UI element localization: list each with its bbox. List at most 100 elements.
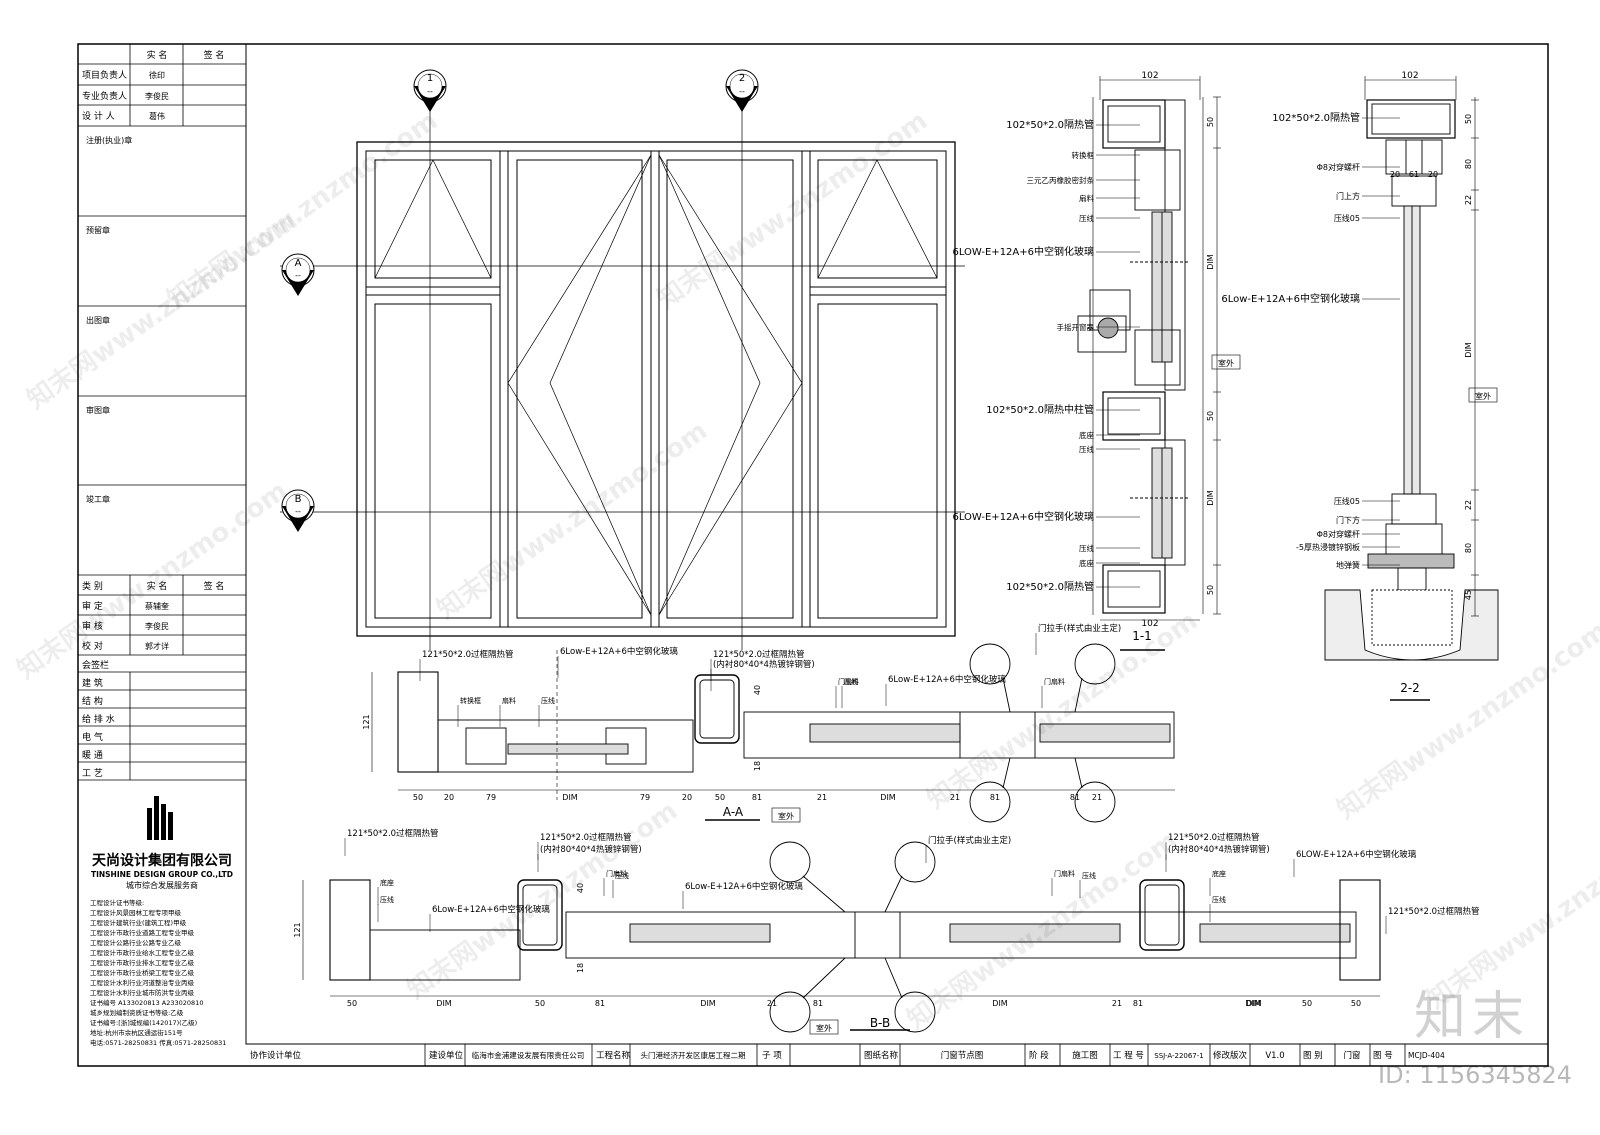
section-2-2-inner-dim: 20 — [1428, 170, 1438, 179]
section-2-2-label: 102*50*2.0隔热管 — [1272, 111, 1360, 124]
certificate-line: 工程设计水利行业河道整治专业丙级 — [90, 978, 195, 987]
stamp-registered: 注册(执业)章 — [86, 135, 132, 145]
certificate-line: 电话:0571-28250831 传真:0571-28250831 — [90, 1038, 226, 1047]
marker-2-label: 2 — [739, 73, 745, 84]
section-a-a-label: 压线 — [844, 677, 858, 686]
section-2-2-label: 压线05 — [1334, 213, 1360, 223]
section-b-b-label: 6Low-E+12A+6中空钢化玻璃 — [432, 904, 550, 915]
tb-builder-label: 建设单位 — [429, 1050, 464, 1061]
section-a-a-label: (内衬80*40*4热镀锌钢管) — [713, 659, 815, 670]
section-b-b-dim: DIM — [1246, 999, 1262, 1008]
section-b-b-label: 压线 — [615, 871, 629, 880]
door-elevation — [280, 92, 965, 650]
section-a-a-dim: 20 — [444, 793, 454, 802]
section-1-1-label: 压线 — [1079, 213, 1095, 223]
section-b-b-label: 压线 — [380, 895, 394, 904]
aa-title: A-A — [723, 805, 744, 819]
s22-exterior-tag-box — [1468, 387, 1498, 403]
section-b-b-label: 6LOW-E+12A+6中空钢化玻璃 — [1296, 849, 1417, 860]
section-2-2-drawing — [1324, 76, 1499, 701]
section-2-2-label: 6Low-E+12A+6中空钢化玻璃 — [1221, 292, 1360, 305]
section-a-a-dim: 79 — [640, 793, 650, 802]
bb-left-dim: 121 — [293, 922, 302, 937]
review-name-approve: 蔡辅奎 — [145, 601, 169, 611]
section-b-b-label: 121*50*2.0过框隔热管 — [540, 832, 632, 843]
countersign-title: 会签栏 — [82, 659, 109, 671]
section-1-1-label: 三元乙丙橡胶密封条 — [1027, 175, 1095, 185]
section-2-2-label: Φ8对穿螺杆 — [1317, 529, 1360, 539]
tb-subitem-label: 子 项 — [762, 1051, 782, 1061]
section-2-2-dim: 80 — [1464, 543, 1473, 553]
bb-dim-18: 18 — [576, 963, 585, 973]
review-role-proofread: 校 对 — [82, 640, 103, 652]
review-header-signature: 签 名 — [204, 580, 225, 592]
section-a-a-dim: 81 — [990, 793, 1000, 802]
section-b-b-dim: 81 — [595, 999, 605, 1008]
section-b-b-dim: 50 — [347, 999, 357, 1008]
section-1-1-label: 102*50*2.0隔热管 — [1006, 118, 1094, 131]
role-discipline-lead: 专业负责人 — [82, 90, 127, 102]
s11-exterior-tag: 室外 — [1218, 358, 1234, 368]
table-header-realname: 实 名 — [147, 49, 168, 61]
tb-sheet-no-label: 图 号 — [1373, 1051, 1393, 1061]
section-1-1-label: 手摇开窗器 — [1057, 322, 1095, 332]
section-a-a-label: 门拉手(样式由业主定) — [1038, 623, 1121, 634]
tb-project-label: 工程名称 — [596, 1050, 631, 1061]
section-2-2-label: 压线05 — [1334, 496, 1360, 506]
aa-exterior-tag-box — [771, 807, 801, 823]
certificate-line: 工程设计公路行业公路专业乙级 — [90, 938, 182, 947]
s22-exterior-tag: 室外 — [1475, 391, 1491, 401]
countersign-architecture: 建 筑 — [82, 677, 103, 689]
role-designer: 设 计 人 — [82, 110, 115, 122]
section-a-a-dim: 20 — [682, 793, 692, 802]
section-1-1-dim: DIM — [1206, 254, 1215, 270]
section-a-a-dim: 81 — [752, 793, 762, 802]
aa-dim-40: 40 — [753, 685, 762, 695]
section-b-b-label: 6Low-E+12A+6中空钢化玻璃 — [685, 881, 803, 892]
role-project-lead: 项目负责人 — [82, 69, 127, 81]
section-a-a-label: 门扇料 — [1044, 677, 1065, 686]
stamp-reserved: 预留章 — [86, 225, 110, 235]
tb-category-label: 图 别 — [1303, 1051, 1323, 1061]
company-name-cn: 天尚设计集团有限公司 — [92, 852, 232, 869]
section-a-a-dim: 81 — [1070, 793, 1080, 802]
certificate-line: 工程设计建筑行业(建筑工程)甲级 — [90, 918, 187, 927]
section-b-b-label: 门扇料 — [1054, 869, 1075, 878]
section-2-2-inner-dim: 20 — [1390, 170, 1400, 179]
marker-a-label: A — [295, 258, 302, 269]
certificate-line: 工程设计市政行业排水工程专业乙级 — [90, 958, 195, 967]
section-2-2-label: -5厚热浸镀锌钢板 — [1296, 542, 1360, 552]
section-b-b-label: 底座 — [1212, 869, 1226, 878]
countersign-hvac: 暖 通 — [82, 749, 103, 761]
stamp-review: 审图章 — [86, 405, 110, 415]
tb-version: V1.0 — [1265, 1051, 1284, 1061]
review-header-category: 类 别 — [82, 580, 103, 592]
certificate-list: 工程设计证书等级:工程设计风景园林工程专项甲级工程设计建筑行业(建筑工程)甲级工… — [90, 898, 226, 1047]
bb-exterior-tag-box — [809, 1019, 839, 1035]
section-1-1-label: 6LOW-E+12A+6中空钢化玻璃 — [952, 510, 1094, 523]
section-b-b-dim: 81 — [813, 999, 823, 1008]
section-1-1-label: 底座 — [1079, 430, 1095, 440]
aa-left-dim: 121 — [362, 714, 371, 729]
section-b-b-dim: 81 — [1133, 999, 1143, 1008]
section-b-b-label: 121*50*2.0过框隔热管 — [1168, 832, 1260, 843]
s22-dim-top: 102 — [1401, 71, 1418, 81]
section-2-2-dim: 80 — [1464, 159, 1473, 169]
section-2-2-label: Φ8对穿螺杆 — [1317, 162, 1360, 172]
stamp-issue: 出图章 — [86, 315, 110, 325]
section-b-b-label: 121*50*2.0过框隔热管 — [347, 828, 439, 839]
section-a-a-label: 121*50*2.0过框隔热管 — [422, 649, 514, 660]
name-designer: 葛伟 — [149, 111, 165, 121]
s11-title: 1-1 — [1132, 629, 1152, 643]
certificate-line: 工程设计市政行业道路工程专业甲级 — [90, 928, 195, 937]
section-1-1-label: 102*50*2.0隔热管 — [1006, 580, 1094, 593]
section-b-b-drawing — [302, 841, 1381, 1033]
certificate-line: 地址:杭州市余杭区通运街151号 — [90, 1028, 183, 1037]
section-1-1-dim: 50 — [1206, 411, 1215, 421]
marker-1-dash: -- — [427, 87, 433, 96]
section-a-a-label: 6Low-E+12A+6中空钢化玻璃 — [560, 646, 678, 657]
section-a-a-label: 扇料 — [502, 696, 516, 705]
tb-stage: 施工图 — [1072, 1050, 1098, 1061]
